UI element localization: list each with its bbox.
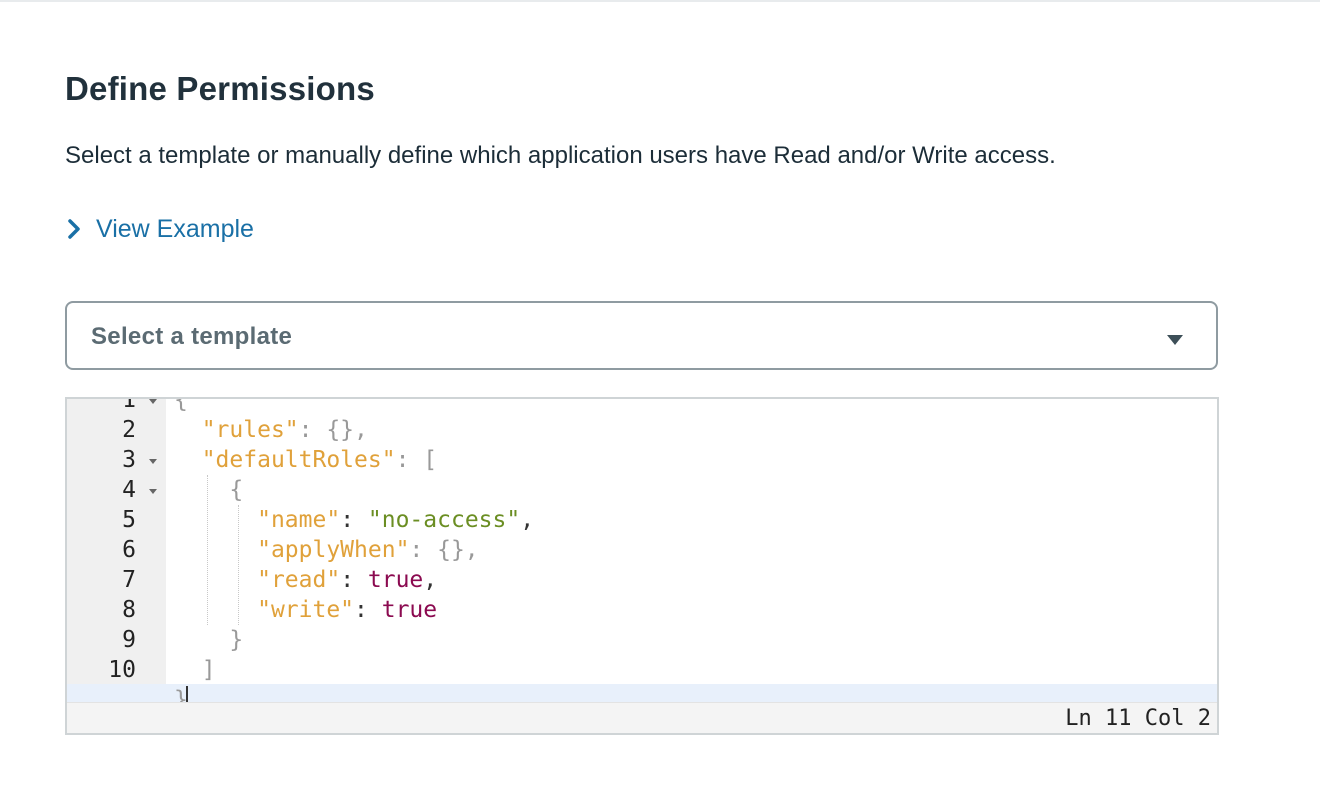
editor-status-bar: Ln 11 Col 2 <box>67 702 1217 733</box>
line-number: 2 <box>122 417 136 443</box>
code-line-3: "defaultRoles": [ <box>201 447 438 473</box>
line-number: 4 <box>122 477 136 503</box>
code-line-7: "read": true, <box>257 567 438 593</box>
code-content[interactable]: { "rules": {}, "defaultRoles": [ { "name… <box>166 397 1217 713</box>
chevron-right-icon <box>66 218 82 240</box>
fold-toggle-icon[interactable] <box>149 489 157 494</box>
active-line-highlight <box>67 684 1217 702</box>
line-number: 1 <box>122 397 136 413</box>
view-example-link[interactable]: View Example <box>66 212 254 246</box>
code-line-8: "write": true <box>257 597 438 623</box>
cursor-position: Ln 11 Col 2 <box>1065 706 1211 731</box>
code-line-6: "applyWhen": {}, <box>257 537 479 563</box>
line-number: 10 <box>108 657 136 683</box>
page-title: Define Permissions <box>65 70 375 107</box>
code-line-10: ] <box>201 657 216 683</box>
code-line-1: { <box>174 397 188 413</box>
template-select-placeholder: Select a template <box>91 323 293 350</box>
top-divider <box>0 0 1320 2</box>
line-number: 9 <box>122 627 136 653</box>
fold-toggle-icon[interactable] <box>149 459 157 464</box>
line-number: 3 <box>122 447 136 473</box>
page-description: Select a template or manually define whi… <box>65 142 1056 169</box>
line-number: 5 <box>122 507 136 533</box>
code-editor[interactable]: 1 2 3 4 5 6 7 8 9 10 11 { "rules": {}, "… <box>65 397 1219 735</box>
template-select[interactable]: Select a template <box>65 301 1218 370</box>
line-number: 7 <box>122 567 136 593</box>
line-number: 6 <box>122 537 136 563</box>
caret-down-icon <box>1167 332 1183 350</box>
fold-toggle-icon[interactable] <box>149 399 157 404</box>
code-line-9: } <box>229 627 244 653</box>
line-number: 8 <box>122 597 136 623</box>
code-line-5: "name": "no-access", <box>257 507 535 533</box>
text-cursor <box>186 686 188 702</box>
indent-guide <box>238 505 239 625</box>
code-line-2: "rules": {}, <box>201 417 368 443</box>
indent-guide <box>207 475 208 625</box>
line-number-gutter: 1 2 3 4 5 6 7 8 9 10 11 <box>67 397 166 713</box>
view-example-label: View Example <box>96 214 254 243</box>
code-line-4: { <box>229 477 244 503</box>
